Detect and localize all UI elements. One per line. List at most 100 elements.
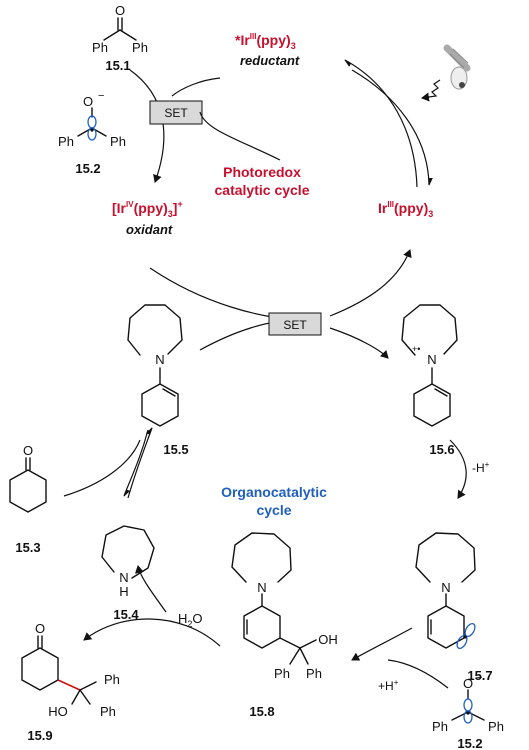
radical-dot-icon (463, 635, 467, 639)
cyclohexanone-15-3: O 15.3 (9, 443, 47, 555)
deprotonation-step: -H+ (449, 439, 490, 499)
excited-ox: III (250, 32, 257, 41)
excited-catalyst: *IrIII(ppy)3 reductant (235, 32, 300, 68)
excited-ir: Ir (240, 32, 250, 48)
compound-label: 15.5 (163, 442, 188, 457)
ground-ox: III (387, 200, 394, 209)
atom-ph: Ph (488, 719, 504, 734)
set-step-top: SET (129, 69, 281, 183)
allylic-radical-15-7: N 15.7 (415, 532, 493, 683)
set-label: SET (164, 106, 188, 120)
compound-label: 15.8 (249, 704, 274, 719)
atom-o: O (23, 443, 33, 458)
atom-n: N (155, 352, 164, 367)
svg-text:[IrIV(ppy)3]+: [IrIV(ppy)3]+ (112, 199, 183, 219)
water-o: O (192, 611, 202, 626)
compound-label: 15.6 (429, 442, 454, 457)
set-label: SET (283, 318, 307, 332)
svg-text:+H+: +H+ (378, 678, 399, 693)
adduct-15-8: N OH Ph Ph 15.8 (231, 532, 338, 719)
p-orbital-icon (463, 710, 473, 724)
oxidant-label: oxidant (126, 222, 173, 237)
hydrolysis-step: H2O (83, 565, 221, 647)
atom-ph: Ph (306, 666, 322, 681)
atom-ph: Ph (58, 134, 74, 149)
atom-ph: Ph (104, 672, 120, 687)
svg-text:*IrIII(ppy)3: *IrIII(ppy)3 (235, 32, 296, 51)
p-orbital-icon (87, 127, 97, 141)
set-box (149, 100, 203, 125)
atom-ph: Ph (100, 704, 116, 719)
compound-label: 15.2 (457, 736, 482, 750)
atom-n: N (427, 352, 436, 367)
oxidized-close: ] (173, 200, 178, 216)
prot-sign: +H (378, 679, 394, 693)
compound-label: 15.1 (105, 58, 130, 73)
photoredox-subtitle: catalytic cycle (215, 182, 310, 198)
excited-ligand: (ppy) (256, 32, 290, 48)
condensation-step (63, 427, 153, 499)
atom-ph: Ph (274, 666, 290, 681)
water-h: H (178, 611, 187, 626)
oxidized-sub: 3 (168, 209, 173, 219)
atom-o: O (35, 621, 45, 636)
p-orbital-icon (463, 698, 473, 712)
atom-ph: Ph (110, 134, 126, 149)
compound-label: 15.2 (75, 161, 100, 176)
compound-label: 15.3 (15, 540, 40, 555)
atom-n: N (257, 580, 266, 595)
oxidized-charge: + (177, 199, 182, 209)
oxidized-open: [Ir (112, 200, 127, 216)
atom-o: O (463, 676, 473, 691)
atom-o: O (115, 3, 125, 18)
ground-ligand: (ppy) (394, 200, 428, 216)
atom-h: H (119, 584, 128, 599)
set-step-center: SET (149, 249, 412, 359)
ground-ir: Ir (378, 200, 388, 216)
p-orbital-icon (87, 115, 97, 129)
coupling-step: +H+ (351, 627, 449, 693)
atom-oh: OH (318, 632, 338, 647)
excitation-arrows (344, 59, 433, 188)
light-bulb-icon (421, 44, 471, 102)
ground-sub: 3 (428, 209, 433, 219)
deprot-sign: -H (472, 461, 485, 475)
ketyl-radical-15-2-top: O − Ph Ph 15.2 (58, 90, 126, 176)
product-15-9: O Ph HO Ph 15.9 (21, 621, 120, 743)
charge-minus: − (476, 672, 482, 684)
p-orbital-icon (456, 634, 468, 650)
atom-o: O (83, 94, 93, 109)
set-box (268, 312, 322, 336)
enamine-15-5: N 15.5 (127, 304, 189, 457)
atom-ph: Ph (132, 40, 148, 55)
compound-label: 15.7 (467, 668, 492, 683)
excited-star: * (235, 32, 241, 48)
svg-text:-H+: -H+ (472, 460, 490, 475)
reductant-label: reductant (240, 53, 300, 68)
svg-text:H2O: H2O (178, 611, 203, 629)
radical-cation-sign: +• (412, 344, 420, 354)
oxidized-catalyst: [IrIV(ppy)3]+ oxidant (112, 199, 183, 237)
compound-label: 15.9 (27, 728, 52, 743)
charge-minus: − (98, 90, 104, 102)
new-bond (57, 679, 81, 691)
atom-n: N (441, 580, 450, 595)
atom-ph: Ph (432, 719, 448, 734)
radical-dot-icon (466, 711, 470, 715)
water-sub: 2 (187, 619, 192, 629)
radical-dot-icon (90, 128, 94, 132)
photoredox-title: Photoredox (223, 164, 301, 180)
radical-cation-15-6: N +• 15.6 (401, 304, 458, 457)
atom-n: N (119, 570, 128, 585)
prot-charge: + (394, 678, 399, 687)
excited-sub: 3 (291, 41, 296, 51)
svg-text:IrIII(ppy)3: IrIII(ppy)3 (378, 200, 433, 219)
atom-ph: Ph (92, 40, 108, 55)
compound-label: 15.4 (113, 607, 139, 622)
oxidized-ligand: (ppy) (134, 200, 168, 216)
benzophenone-15-1: O Ph Ph 15.1 (92, 3, 148, 73)
organo-title: Organocatalytic (221, 484, 327, 500)
ketyl-radical-15-2-bottom: O − Ph Ph 15.2 (432, 672, 504, 750)
